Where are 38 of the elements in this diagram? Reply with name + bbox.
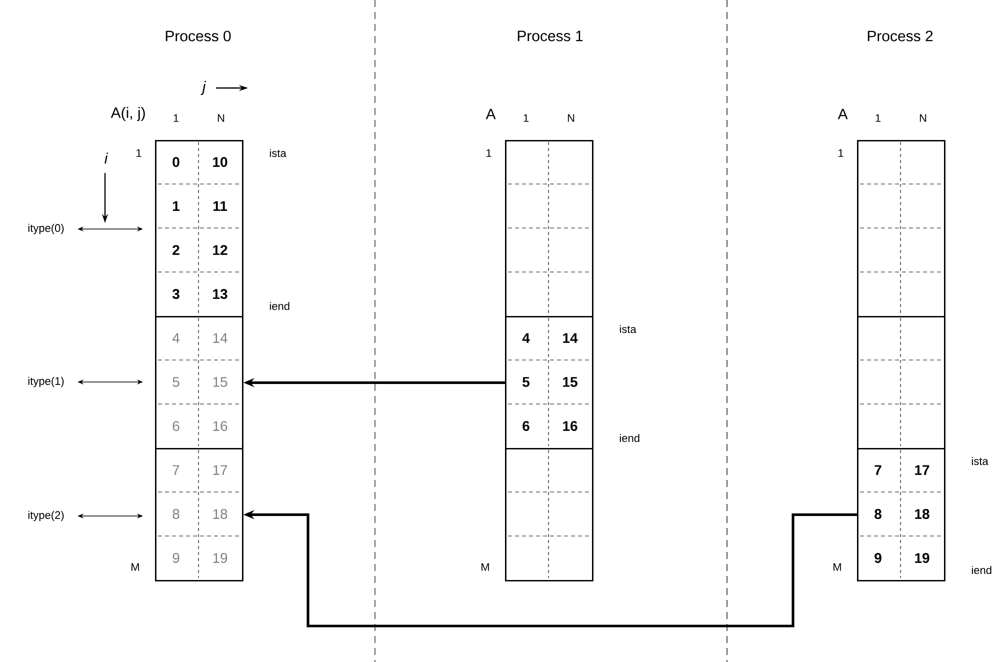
column-index: N [568, 114, 574, 122]
index-marker: ista [620, 324, 636, 334]
index-marker: ista [972, 456, 988, 466]
type-label: itype(1) [28, 376, 64, 388]
process-title: Process 2 [868, 30, 933, 42]
array-block [857, 316, 946, 450]
type-label: itype(2) [28, 510, 64, 522]
array-block: 0 10 1 11 2 12 3 13 [155, 140, 244, 318]
array-block [505, 140, 594, 318]
array-name: A [838, 108, 848, 120]
array-name: A(i, j) [110, 107, 145, 121]
process-title: Process 1 [518, 30, 583, 42]
row-index: M [132, 563, 139, 571]
axis-letter: i [104, 152, 108, 164]
array-block: 7 17 8 18 9 19 [155, 448, 244, 582]
index-marker: ista [270, 148, 286, 158]
column-index: 1 [876, 114, 881, 122]
row-index: 1 [486, 149, 492, 157]
row-index: 1 [838, 149, 844, 157]
type-label: itype(0) [28, 224, 64, 234]
array-block: 4 14 5 15 6 16 [155, 316, 244, 450]
process-title: Process 0 [166, 30, 231, 42]
row-index: M [482, 563, 489, 571]
index-marker: iend [270, 302, 290, 310]
array-block [857, 140, 946, 318]
column-index: N [920, 114, 926, 122]
array-block: 7 17 8 18 9 19 [857, 448, 946, 582]
column-index: 1 [174, 114, 179, 122]
index-marker: iend [620, 434, 640, 442]
array-name: A [486, 108, 496, 120]
row-index: M [834, 563, 841, 571]
row-index: 1 [136, 149, 142, 157]
column-index: 1 [524, 114, 529, 122]
array-block: 4 14 5 15 6 16 [505, 316, 594, 450]
axis-letter: j [200, 81, 206, 95]
index-marker: iend [972, 566, 992, 574]
array-block [505, 448, 594, 582]
column-index: N [218, 114, 224, 122]
